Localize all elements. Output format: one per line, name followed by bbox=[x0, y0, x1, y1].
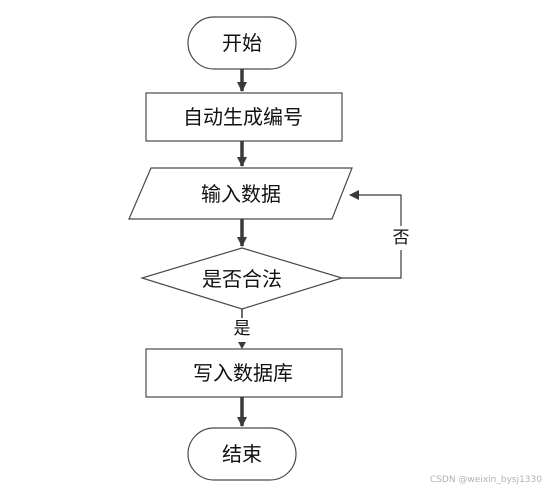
input-data-io bbox=[128, 167, 353, 220]
auto-number-process bbox=[145, 92, 343, 142]
write-db-process bbox=[145, 348, 343, 398]
auto-number-label: 自动生成编号 bbox=[183, 105, 303, 129]
end-label: 结束 bbox=[222, 442, 262, 466]
yes-branch-label: 是 bbox=[234, 319, 251, 339]
decision-label: 是否合法 bbox=[202, 267, 282, 291]
no-branch-label: 否 bbox=[393, 228, 410, 248]
no-label-background bbox=[388, 226, 414, 250]
end-terminal bbox=[187, 427, 297, 481]
start-label: 开始 bbox=[222, 31, 262, 55]
write-db-label: 写入数据库 bbox=[193, 361, 293, 385]
input-data-label: 输入数据 bbox=[201, 182, 281, 206]
watermark-text: CSDN @weixin_bysj1330 bbox=[429, 475, 542, 485]
yes-arrowhead bbox=[238, 342, 246, 349]
